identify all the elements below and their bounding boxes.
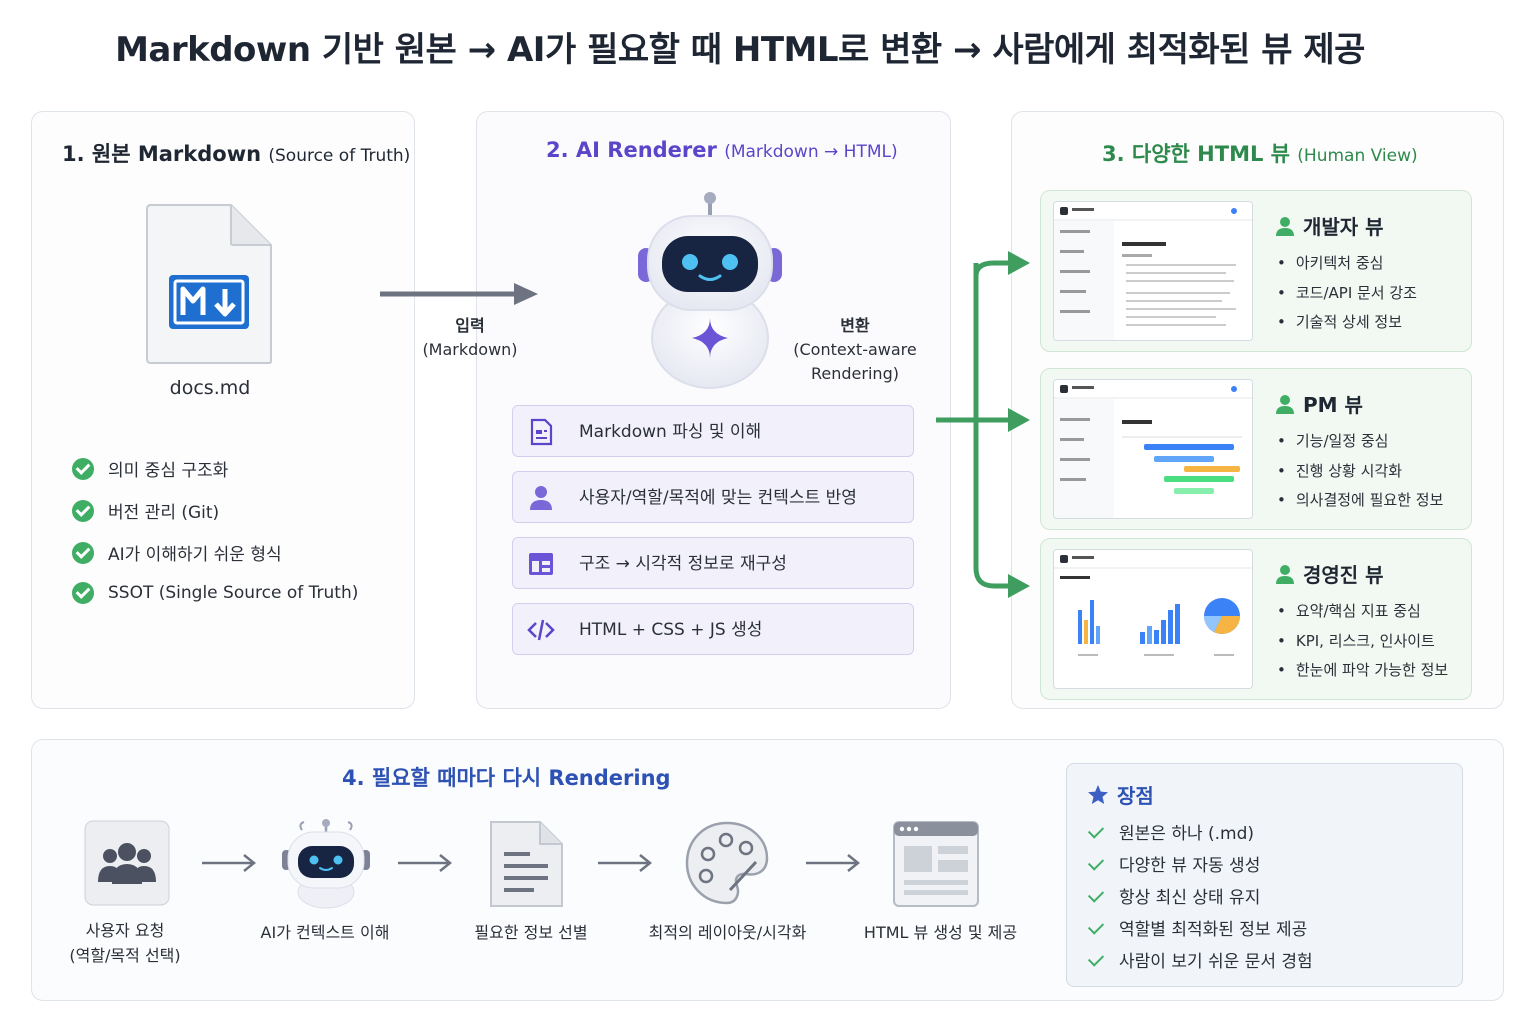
users-icon (84, 820, 170, 906)
view-card-pm[interactable]: PM 뷰 기능/일정 중심 진행 상황 시각화 의사결정에 필요한 정보 (1040, 368, 1472, 530)
advantages-box: 장점 원본은 하나 (.md) 다양한 뷰 자동 생성 항상 최신 상태 유지 … (1066, 763, 1463, 987)
input-arrow-icon (380, 283, 538, 305)
palette-icon (685, 821, 769, 905)
renderer-heading-text: 2. AI Renderer (546, 138, 717, 162)
person-icon (1276, 565, 1294, 584)
star-icon (1088, 785, 1108, 804)
view-card-executive[interactable]: 경영진 뷰 요약/핵심 지표 중심 KPI, 리스크, 인사이트 한눈에 파악 … (1040, 538, 1472, 700)
view-points: 요약/핵심 지표 중심 KPI, 리스크, 인사이트 한눈에 파악 가능한 정보 (1277, 597, 1448, 686)
robot-icon (638, 192, 782, 389)
executive-view-thumbnail (1053, 549, 1253, 689)
view-title: 경영진 뷰 (1275, 559, 1384, 588)
document-icon (530, 418, 553, 446)
views-heading: 3. 다양한 HTML 뷰 (Human View) (1102, 138, 1418, 168)
feature-item: 버전 관리 (Git) (72, 498, 219, 523)
advantage-item: 다양한 뷰 자동 생성 (1087, 850, 1313, 882)
renderer-step: 사용자/역할/목적에 맞는 컨텍스트 반영 (512, 471, 914, 523)
pm-view-thumbnail (1053, 379, 1253, 519)
document-icon (490, 821, 563, 907)
advantages-heading: 장점 (1087, 780, 1154, 809)
view-points: 기능/일정 중심 진행 상황 시각화 의사결정에 필요한 정보 (1277, 427, 1444, 516)
renderer-step: 구조 → 시각적 정보로 재구성 (512, 537, 914, 589)
view-points: 아키텍처 중심 코드/API 문서 강조 기술적 상세 정보 (1277, 249, 1417, 338)
check-circle-icon (72, 541, 94, 564)
code-icon (527, 619, 555, 641)
developer-view-thumbnail (1053, 201, 1253, 341)
renderer-step: Markdown 파싱 및 이해 (512, 405, 914, 457)
view-title: PM 뷰 (1275, 389, 1363, 418)
source-heading-text: 1. 원본 Markdown (62, 142, 262, 166)
check-circle-icon (72, 582, 94, 604)
advantage-item: 사람이 보기 쉬운 문서 경험 (1087, 946, 1313, 978)
person-icon (1276, 217, 1294, 236)
check-icon (1087, 886, 1105, 903)
advantage-item: 역할별 최적화된 정보 제공 (1087, 914, 1313, 946)
check-icon (1087, 918, 1105, 935)
flow-arrow-icon (202, 854, 257, 872)
person-icon (1276, 395, 1294, 414)
renderer-heading: 2. AI Renderer (Markdown → HTML) (546, 138, 898, 162)
page-title: Markdown 기반 원본 → AI가 필요할 때 HTML로 변환 → 사람… (115, 30, 1365, 70)
flow-arrow-icon (398, 854, 453, 872)
branch-arrows-icon (936, 251, 1030, 598)
renderer-heading-sub: (Markdown → HTML) (724, 142, 898, 162)
feature-item: 의미 중심 구조화 (72, 456, 228, 481)
advantage-item: 항상 최신 상태 유지 (1087, 882, 1313, 914)
advantage-item: 원본은 하나 (.md) (1087, 818, 1313, 850)
check-icon (1087, 854, 1105, 871)
source-panel (31, 111, 415, 709)
view-title: 개발자 뷰 (1275, 211, 1384, 240)
check-icon (1087, 822, 1105, 839)
source-heading-sub: (Source of Truth) (268, 146, 411, 166)
layout-icon (529, 553, 553, 575)
check-circle-icon (72, 499, 94, 522)
robot-icon (282, 819, 370, 909)
views-heading-text: 3. 다양한 HTML 뷰 (1102, 142, 1290, 166)
input-label: 입력 (Markdown) (422, 316, 518, 359)
advantages-list: 원본은 하나 (.md) 다양한 뷰 자동 생성 항상 최신 상태 유지 역할별… (1087, 818, 1313, 978)
view-card-developer[interactable]: 개발자 뷰 아키텍처 중심 코드/API 문서 강조 기술적 상세 정보 (1040, 190, 1472, 352)
transform-label: 변환 (Context-aware Rendering) (793, 316, 917, 383)
check-circle-icon (72, 457, 94, 480)
flow-step-label: 사용자 요청 (역할/목적 선택) (69, 921, 181, 965)
views-heading-sub: (Human View) (1297, 146, 1418, 166)
user-icon (530, 486, 552, 510)
source-heading: 1. 원본 Markdown (Source of Truth) (62, 138, 410, 168)
markdown-file-icon (146, 204, 272, 364)
file-name-label: docs.md (169, 377, 251, 399)
flow-step-label: 최적의 레이아웃/시각화 (648, 923, 807, 942)
flow-step-label: 필요한 정보 선별 (474, 923, 588, 942)
flow-arrow-icon (598, 854, 653, 872)
check-icon (1087, 950, 1105, 967)
flow-arrow-icon (806, 854, 861, 872)
flow-step-label: HTML 뷰 생성 및 제공 (863, 923, 1018, 942)
browser-icon (893, 821, 979, 907)
flow-heading: 4. 필요할 때마다 다시 Rendering (342, 766, 671, 790)
feature-item: SSOT (Single Source of Truth) (72, 582, 358, 604)
renderer-step: HTML + CSS + JS 생성 (512, 603, 914, 655)
feature-item: AI가 이해하기 쉬운 형식 (72, 540, 282, 565)
flow-step-label: AI가 컨텍스트 이해 (260, 923, 390, 942)
